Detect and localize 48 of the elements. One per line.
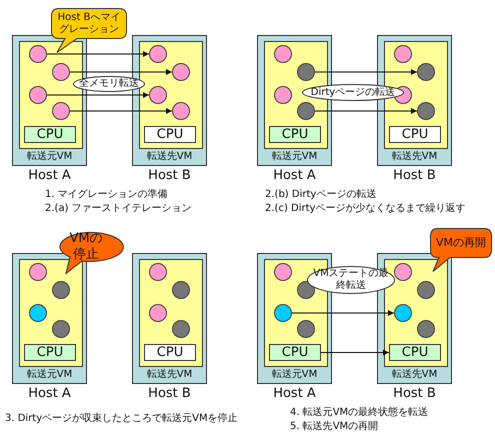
arrow xyxy=(70,108,172,114)
vm-label: 転送先VM xyxy=(390,150,438,164)
host-label: Host A xyxy=(27,386,72,402)
callout-text: VMの再開 xyxy=(434,236,487,250)
arrow xyxy=(70,69,172,75)
arrow xyxy=(314,69,418,75)
transfer-label: VMステートの最終転送 xyxy=(312,268,390,292)
vm-label: 転送元VM xyxy=(270,150,318,164)
step-caption: 1. マイグレーションの準備 xyxy=(45,188,168,201)
vm-label: 転送先VM xyxy=(390,368,438,382)
cpu-box: CPU xyxy=(269,344,321,361)
step-caption: 2.(b) Dirtyページの転送 xyxy=(265,188,376,201)
transfer-label: Dirtyページの転送 xyxy=(310,86,396,98)
arrow xyxy=(46,92,150,98)
step-caption: 4. 転送元VMの最終状態を転送 xyxy=(290,406,428,419)
host-label: Host A xyxy=(272,168,317,184)
vm-label: 転送元VM xyxy=(270,368,318,382)
transfer-ellipse xyxy=(302,84,404,101)
cpu-box: CPU xyxy=(24,126,76,143)
host-label: Host A xyxy=(272,386,317,402)
arrow xyxy=(320,350,390,356)
transfer-label: 全メモリ転送 xyxy=(78,78,140,90)
cpu-box: CPU xyxy=(144,344,196,361)
vm-label: 転送先VM xyxy=(146,150,194,164)
arrow xyxy=(292,310,394,316)
vm-label: 転送元VM xyxy=(26,368,74,382)
callout-bubble xyxy=(430,228,492,272)
cpu-box: CPU xyxy=(269,126,321,143)
host-label: Host B xyxy=(392,168,437,184)
host-label: Host B xyxy=(147,386,192,402)
step-caption: 3. Dirtyページが収束したところで転送元VMを停止 xyxy=(5,412,238,425)
transfer-ellipse xyxy=(73,76,145,92)
step-caption: 2.(a) ファーストイテレーション xyxy=(45,202,192,215)
step-caption: 2.(c) Dirtyページが少なくなるまで繰り返す xyxy=(265,202,466,215)
cpu-box: CPU xyxy=(24,344,76,361)
vm-label: 転送元VM xyxy=(26,150,74,164)
cpu-box: CPU xyxy=(389,344,441,361)
arrow xyxy=(46,51,150,57)
host-label: Host B xyxy=(147,168,192,184)
step-caption: 5. 転送先VMの再開 xyxy=(290,420,378,433)
host-label: Host A xyxy=(27,168,72,184)
transfer-ellipse xyxy=(307,266,395,294)
callout-text: Host Bへマイグレーション xyxy=(56,12,122,36)
cpu-box: CPU xyxy=(144,126,196,143)
cpu-box: CPU xyxy=(389,126,441,143)
vm-label: 転送先VM xyxy=(146,368,194,382)
arrow xyxy=(314,108,418,114)
host-label: Host B xyxy=(392,386,437,402)
